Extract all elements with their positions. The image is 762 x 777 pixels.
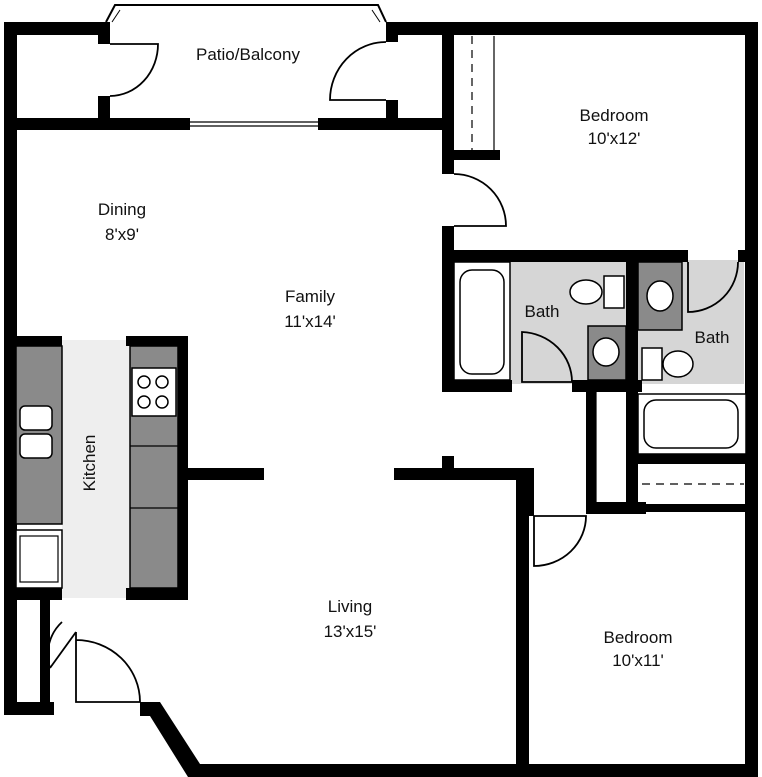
room-label-kitchen: Kitchen bbox=[80, 435, 99, 492]
sink-2 bbox=[637, 261, 683, 331]
bathtub-1 bbox=[453, 261, 511, 381]
patio-railing bbox=[105, 4, 387, 23]
room-size-bedroom-1: 10'x12' bbox=[588, 129, 641, 148]
room-size-living: 13'x15' bbox=[324, 622, 377, 641]
kitchen-aisle bbox=[62, 340, 130, 598]
interior-walls bbox=[4, 22, 758, 768]
room-label-bedroom-1: Bedroom bbox=[580, 106, 649, 125]
toilet-1 bbox=[569, 275, 625, 309]
outer-walls bbox=[4, 22, 758, 777]
room-label-patio: Patio/Balcony bbox=[196, 45, 300, 64]
room-label-bath-2: Bath bbox=[695, 328, 730, 347]
room-label-living: Living bbox=[328, 597, 372, 616]
room-size-family: 11'x14' bbox=[284, 312, 336, 331]
room-label-bedroom-2: Bedroom bbox=[604, 628, 673, 647]
stove bbox=[131, 367, 177, 417]
sink-1 bbox=[587, 325, 627, 381]
closets bbox=[471, 36, 744, 511]
kitchen-counter-left bbox=[15, 345, 63, 525]
angled-wall bbox=[140, 702, 530, 777]
doors bbox=[46, 41, 739, 703]
patio-railing-inner bbox=[111, 9, 121, 23]
room-label-bath-1: Bath bbox=[525, 302, 560, 321]
toilet-2 bbox=[641, 347, 694, 381]
room-label-family: Family bbox=[285, 287, 336, 306]
sliding-doors bbox=[190, 121, 318, 127]
refrigerator bbox=[15, 529, 63, 589]
room-size-bedroom-2: 10'x11' bbox=[612, 651, 664, 670]
patio-railing-inner-2 bbox=[371, 9, 381, 23]
room-label-dining: Dining bbox=[98, 200, 146, 219]
room-size-dining: 8'x9' bbox=[105, 225, 139, 244]
bathtub-2 bbox=[637, 393, 747, 455]
